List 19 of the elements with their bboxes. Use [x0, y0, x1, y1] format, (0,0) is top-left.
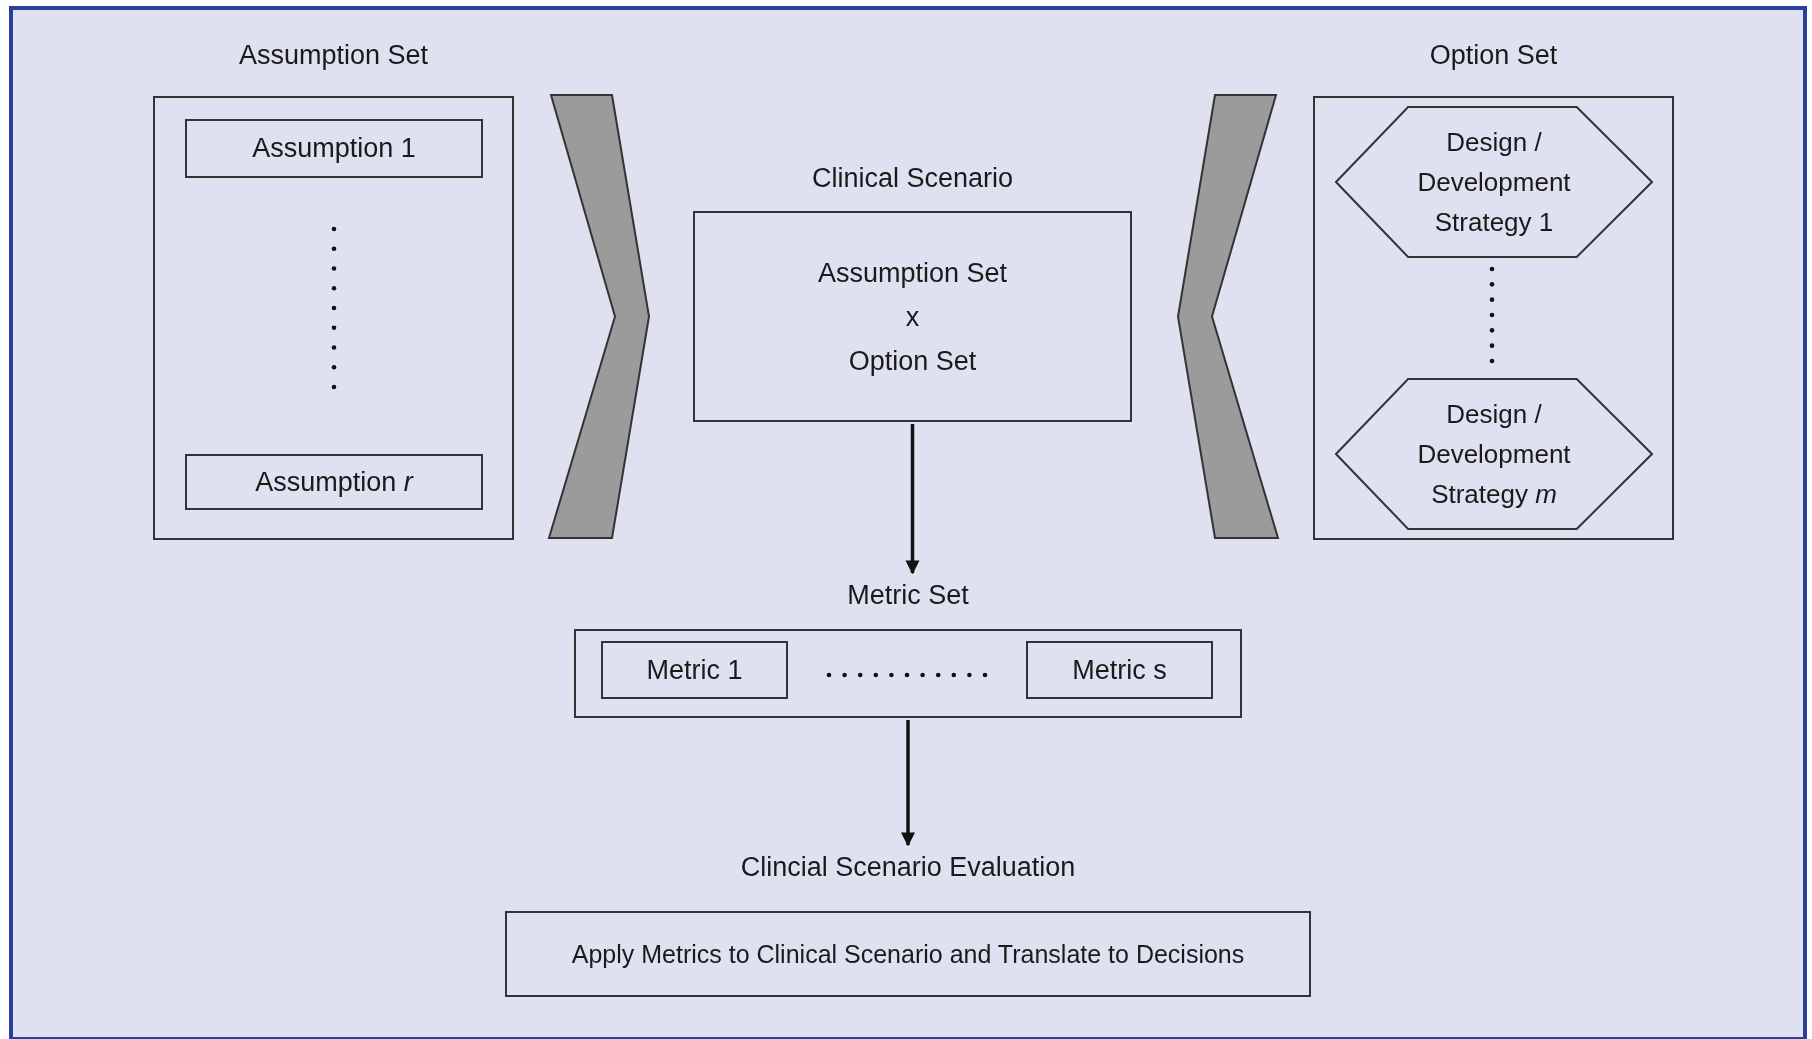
metric-box: Metric s	[1026, 641, 1213, 699]
arrow	[905, 424, 920, 575]
metric-box: Metric 1	[601, 641, 788, 699]
scenario-text: Assumption Set	[816, 256, 1009, 290]
scenario-text: x	[904, 300, 921, 334]
set-heading: Metric Set	[847, 579, 969, 611]
strategy-label: Design / Development Strategy 1	[1416, 126, 1572, 239]
chevron-arrow	[547, 94, 650, 539]
evaluation-text: Apply Metrics to Clinical Scenario and Translate to Decisions	[570, 939, 1246, 970]
set-heading: Clinical Scenario	[811, 162, 1014, 194]
scenario-text: Option Set	[847, 344, 978, 378]
assumption-box: Assumption r	[185, 454, 483, 510]
strategy-label: Design / Development Strategy m	[1416, 398, 1572, 511]
assumption-box: Assumption 1	[185, 119, 483, 178]
chevron-arrow	[1177, 94, 1280, 539]
arrow	[901, 720, 915, 847]
set-heading: Option Set	[1429, 39, 1558, 71]
set-heading: Clincial Scenario Evaluation	[740, 851, 1076, 883]
set-heading: Assumption Set	[238, 39, 429, 71]
